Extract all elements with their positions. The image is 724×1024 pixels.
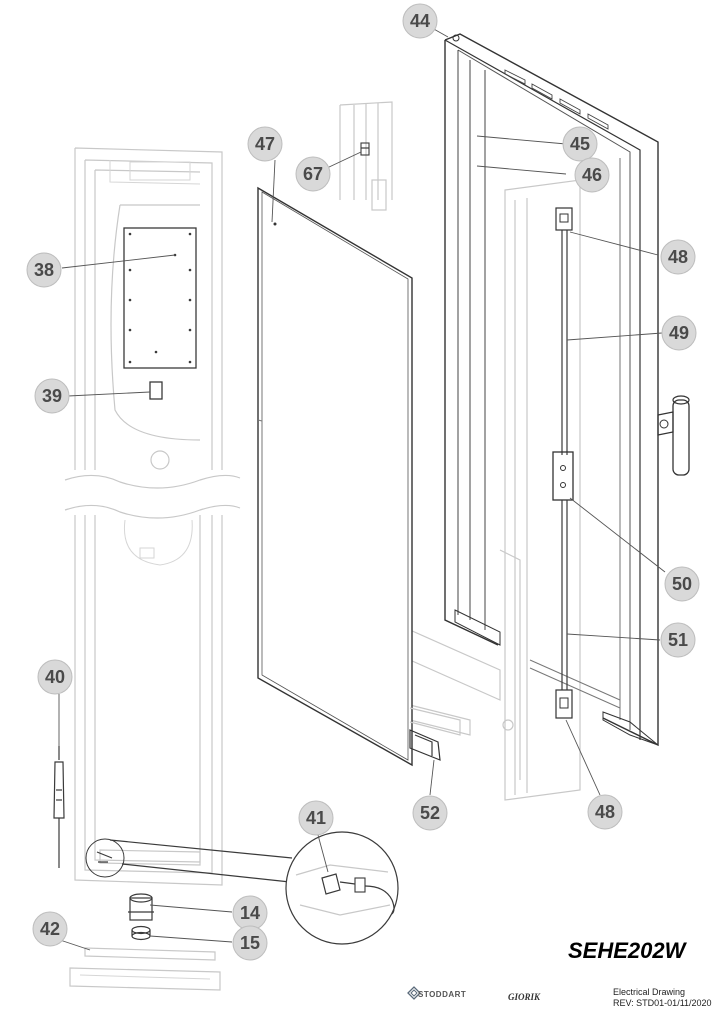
fan-parts (128, 893, 154, 941)
door-switch (149, 381, 163, 400)
callout: 41 (298, 800, 334, 836)
brand-stoddart: STODDART (418, 990, 467, 999)
brand-giorik: GIORIK (508, 992, 541, 1002)
drawing-type: Electrical Drawing (613, 987, 686, 997)
door-frame (444, 33, 659, 747)
callout-label: 48 (668, 247, 688, 267)
callout-label: 47 (255, 134, 275, 154)
stoddart-logo-icon (407, 986, 421, 1000)
sensor-detail (85, 831, 399, 945)
locking-rod (552, 207, 574, 719)
bottom-rail (409, 707, 461, 761)
callout-label: 49 (669, 323, 689, 343)
callout: 67 (295, 156, 331, 192)
callout-label: 50 (672, 574, 692, 594)
glass-panel (257, 186, 413, 767)
callout-label: 48 (595, 802, 615, 822)
callout-label: 39 (42, 386, 62, 406)
callout-label: 51 (668, 630, 688, 650)
callout-label: 38 (34, 260, 54, 280)
callout-label: 42 (40, 919, 60, 939)
callout-label: 46 (582, 165, 602, 185)
callout: 48 (660, 239, 696, 275)
callout-label: 15 (240, 933, 260, 953)
callout: 50 (664, 566, 700, 602)
callout-label: 14 (240, 903, 260, 923)
title-block: Electrical Drawing REV: STD01-01/11/2020 (613, 987, 712, 1009)
callout-label: 41 (306, 808, 326, 828)
callout: 52 (412, 795, 448, 831)
callout: 44 (402, 3, 438, 39)
callout-label: 67 (303, 164, 323, 184)
control-panel-plate (123, 227, 197, 369)
callout: 38 (26, 252, 62, 288)
revision: REV: STD01-01/11/2020 (613, 998, 712, 1008)
callout: 48 (587, 794, 623, 830)
hinge-column-ghost (339, 101, 501, 736)
temperature-probe (53, 746, 65, 868)
leader-lines (58, 27, 666, 951)
callout: 47 (247, 126, 283, 162)
callout: 40 (37, 659, 73, 695)
callout: 49 (661, 315, 697, 351)
callout-label: 45 (570, 134, 590, 154)
callout: 51 (660, 622, 696, 658)
callout: 46 (574, 157, 610, 193)
callout-label: 40 (45, 667, 65, 687)
callout: 14 (232, 895, 268, 931)
inner-frame-ghost (499, 179, 581, 801)
callout-label: 52 (420, 803, 440, 823)
door-handle (657, 395, 690, 476)
callout: 45 (562, 126, 598, 162)
stud-screw (360, 142, 370, 156)
callout: 42 (32, 911, 68, 947)
model-code: SEHE202W (568, 938, 686, 963)
callout-label: 44 (410, 11, 430, 31)
callout: 39 (34, 378, 70, 414)
cabinet-body-ghost (64, 147, 241, 886)
bottom-gasket (69, 947, 221, 991)
callout: 15 (232, 925, 268, 961)
